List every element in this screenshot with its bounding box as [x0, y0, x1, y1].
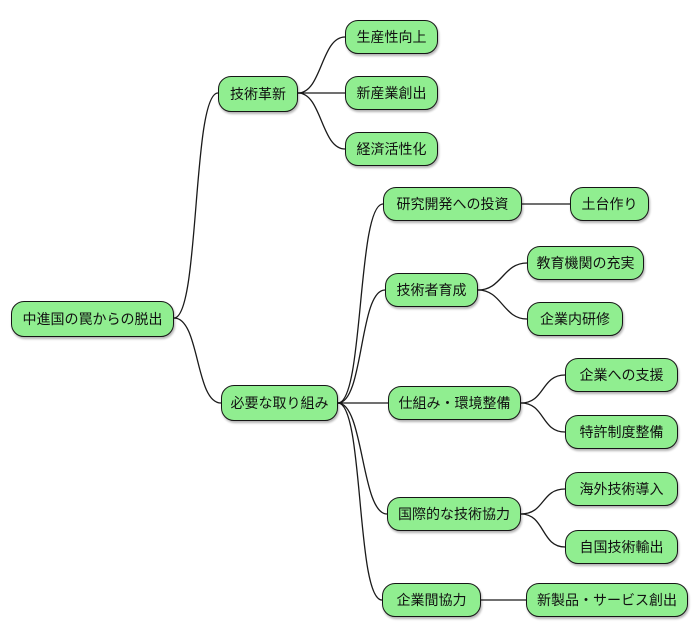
edge-framework-environment-patent-system-development — [520, 402, 566, 433]
edge-required-initiatives-inter-company-cooperation — [337, 402, 383, 601]
edge-root-tech-innovation — [173, 92, 219, 319]
node-engineer-development[interactable]: 技術者育成 — [385, 273, 478, 307]
node-domestic-tech-export[interactable]: 自国技術輸出 — [565, 530, 678, 564]
edge-tech-innovation-economic-revitalization — [297, 92, 346, 150]
node-new-product-service-creation[interactable]: 新製品・サービス創出 — [526, 583, 688, 617]
edge-engineer-development-education-enhancement — [477, 262, 528, 291]
node-economic-revitalization[interactable]: 経済活性化 — [345, 132, 438, 166]
node-education-enhancement[interactable]: 教育機関の充実 — [527, 246, 644, 280]
node-productivity-improvement[interactable]: 生産性向上 — [345, 20, 438, 54]
edge-required-initiatives-rd-investment — [337, 203, 384, 404]
node-rd-investment[interactable]: 研究開発への投資 — [383, 187, 522, 221]
node-patent-system-development[interactable]: 特許制度整備 — [565, 415, 678, 449]
node-required-initiatives[interactable]: 必要な取り組み — [221, 385, 338, 421]
node-tech-innovation[interactable]: 技術革新 — [218, 76, 298, 112]
node-international-tech-cooperation[interactable]: 国際的な技術協力 — [387, 497, 521, 531]
node-framework-environment[interactable]: 仕組み・環境整備 — [388, 386, 521, 420]
edge-root-required-initiatives — [173, 317, 222, 404]
edge-tech-innovation-productivity-improvement — [297, 36, 346, 94]
edge-international-tech-cooperation-domestic-tech-export — [520, 513, 566, 548]
node-inter-company-cooperation[interactable]: 企業間協力 — [382, 583, 481, 617]
node-new-industry-creation[interactable]: 新産業創出 — [345, 76, 438, 110]
edge-required-initiatives-international-tech-cooperation — [337, 402, 388, 515]
node-corporate-support[interactable]: 企業への支援 — [565, 358, 678, 392]
node-root[interactable]: 中進国の罠からの脱出 — [11, 301, 174, 337]
edge-required-initiatives-engineer-development — [337, 289, 386, 404]
node-in-house-training[interactable]: 企業内研修 — [527, 302, 623, 336]
node-foreign-tech-import[interactable]: 海外技術導入 — [565, 472, 678, 506]
edge-framework-environment-corporate-support — [520, 374, 566, 404]
edge-engineer-development-in-house-training — [477, 289, 528, 320]
edge-international-tech-cooperation-foreign-tech-import — [520, 488, 566, 515]
node-foundation-building[interactable]: 土台作り — [570, 187, 649, 221]
